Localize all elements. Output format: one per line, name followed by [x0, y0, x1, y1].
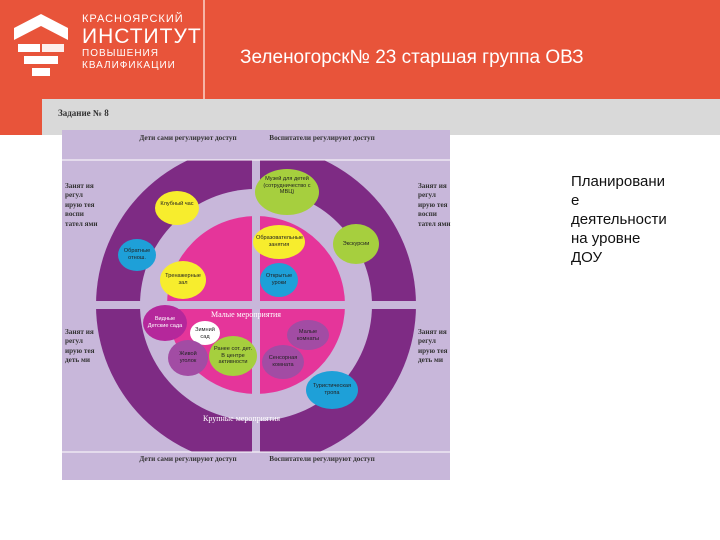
bubble-excursions-label: Экскурсии [342, 241, 370, 247]
bubble-excursions [333, 224, 379, 264]
bubble-tourist-trail [306, 371, 358, 409]
bubble-educational-label: Образовательные занятия [256, 235, 304, 248]
bubble-activity-center-label: Ранее сот. дет. В центре активности [213, 346, 253, 366]
task-label: Задание № 8 [58, 108, 109, 118]
bubble-small-rooms [287, 320, 329, 350]
bubble-visible-kindergartens [143, 305, 187, 341]
bubble-club-hour-label: Клубный час [160, 201, 194, 207]
bubble-museum [255, 169, 319, 215]
bubble-gym-label: Тренажерные зал [165, 273, 201, 286]
label-side-left-bottom: Занят ия регул ирую тея деть ми [65, 328, 95, 365]
logo-line-4: КВАЛИФИКАЦИИ [82, 60, 176, 71]
bubble-activity-center [209, 336, 257, 376]
bubble-winter-garden [190, 321, 220, 345]
bubble-club-hour [155, 191, 199, 225]
logo-wordmark: КРАСНОЯРСКИЙ ИНСТИТУТ ПОВЫШЕНИЯ КВАЛИФИК… [82, 14, 202, 71]
vertical-divider [252, 130, 260, 480]
bubble-sensory-room [262, 345, 304, 379]
header-divider [203, 0, 205, 99]
outer-ring-label: Крупные мероприятия [203, 414, 281, 423]
slide-title: Зеленогорск№ 23 старшая группа ОВЗ [240, 47, 584, 68]
bubble-visible-kindergartens-label: Видные Детские сада [147, 316, 183, 329]
logo-line-1: КРАСНОЯРСКИЙ [82, 13, 184, 25]
bubble-feedback [118, 239, 156, 271]
bubble-tourist-trail-label: Туристическая тропа [312, 383, 352, 396]
label-bottom-right: Воспитатели регулируют доступ [269, 455, 375, 463]
bubble-winter-garden-label: Зимний сад [195, 327, 215, 340]
label-bottom-left: Дети сами регулируют доступ [139, 455, 237, 463]
top-label-band [62, 130, 450, 160]
logo-line-2: ИНСТИТУТ [82, 25, 202, 48]
bubble-feedback-label: Обратные отнош. [123, 248, 151, 261]
label-side-right-bottom: Занят ия регул ирую тея деть ми [418, 328, 448, 365]
diagram-graphic [62, 130, 450, 480]
bubble-small-rooms-label: Малые комнаты [296, 329, 320, 342]
label-side-left-top: Занят ия регул ирую тея воспи тател ями [65, 182, 98, 228]
bubble-museum-label: Музей для детей (сотрудничество с МВЦ) [263, 176, 311, 196]
label-top-right: Воспитатели регулируют доступ [269, 134, 375, 142]
bottom-label-band [62, 452, 450, 480]
bubble-educational [253, 225, 305, 259]
bubble-gym [160, 261, 206, 299]
accent-strip [0, 99, 42, 135]
institute-logo-icon [14, 14, 68, 76]
label-side-right-top: Занят ия регул ирую тея воспи тател ями [418, 182, 451, 228]
logo-line-3: ПОВЫШЕНИЯ [82, 48, 159, 59]
bubble-open-lessons-label: Открытые уроки [265, 273, 293, 286]
label-top-left: Дети сами регулируют доступ [139, 134, 237, 142]
bubble-living-corner-label: Живой уголок [179, 351, 197, 364]
bubble-open-lessons [260, 263, 298, 297]
header-banner: КРАСНОЯРСКИЙ ИНСТИТУТ ПОВЫШЕНИЯ КВАЛИФИК… [0, 0, 720, 99]
planning-diagram: Дети сами регулируют доступ Воспитатели … [62, 130, 451, 480]
inner-ring-label: Малые мероприятия [211, 310, 281, 319]
bubble-living-corner [168, 340, 208, 376]
task-band [42, 99, 720, 135]
bubble-sensory-room-label: Сенсорная комната [268, 355, 298, 368]
planning-caption: Планировани е деятельности на уровне ДОУ [571, 173, 667, 266]
